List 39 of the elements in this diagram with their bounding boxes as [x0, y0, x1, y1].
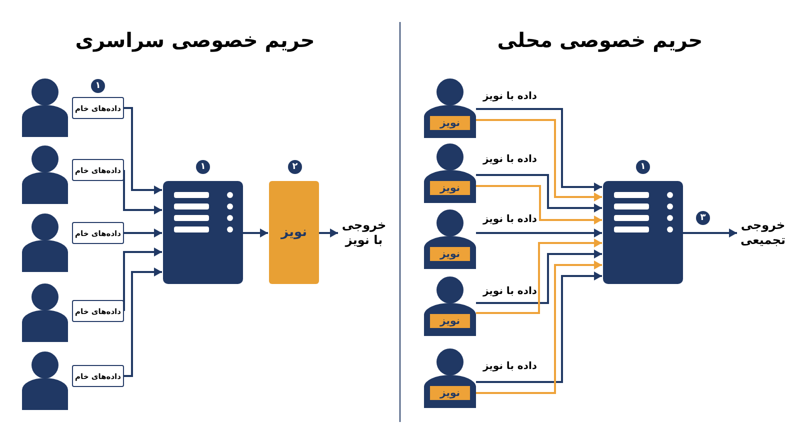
output-text: خروجی تجمیعی — [738, 213, 788, 253]
server-icon — [163, 180, 243, 284]
arrow — [476, 250, 602, 304]
server-icon — [603, 180, 683, 284]
callout-number: ۲ — [288, 160, 302, 174]
noise-badge: نویز — [429, 180, 471, 196]
callout-number: ۱ — [196, 160, 210, 174]
arrow — [476, 272, 602, 383]
arrow — [124, 228, 162, 238]
noise-badge: نویز — [429, 313, 471, 329]
edge-label: داده با نویز — [482, 153, 538, 167]
edge-label: داده با نویز — [482, 285, 538, 299]
heading: حریم خصوصی سراسری — [74, 27, 316, 54]
arrow — [476, 174, 602, 212]
arrow — [124, 268, 162, 377]
arrow — [476, 260, 602, 394]
arrow — [123, 169, 162, 214]
noise-badge: نویز — [429, 115, 471, 131]
arrow — [476, 185, 602, 224]
edge-label: داده با نویز — [482, 213, 538, 227]
arrow — [123, 248, 162, 312]
callout-number: ۳ — [696, 211, 710, 225]
edge-label: داده با نویز — [482, 90, 538, 104]
heading: حریم خصوصی محلی — [496, 27, 704, 54]
arrow — [476, 228, 602, 238]
noise-box: نویز — [269, 180, 319, 284]
arrow — [124, 107, 162, 194]
arrow — [476, 238, 602, 314]
arrow — [476, 119, 602, 202]
edge-label: داده با نویز — [482, 360, 538, 374]
output-text: خروجی با نویز — [339, 213, 389, 253]
arrow — [476, 108, 602, 192]
arrow — [319, 228, 338, 238]
noise-badge: نویز — [429, 385, 471, 401]
callout-number: ۱ — [91, 79, 105, 93]
arrow — [243, 228, 268, 238]
callout-number: ۱ — [636, 160, 650, 174]
noise-badge: نویز — [429, 246, 471, 262]
arrow — [683, 228, 737, 238]
